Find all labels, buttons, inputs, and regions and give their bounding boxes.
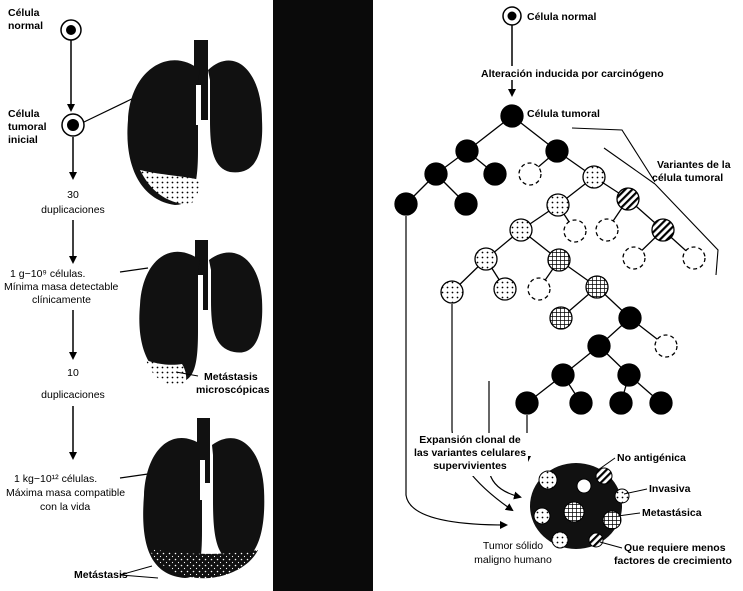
variants-label-line2: célula tumoral [652,172,723,184]
right-panel: Célula normal Alteración inducida por ca… [395,7,732,567]
pointer-to-lung-3 [120,474,148,478]
tumor-label-line1: Tumor sólido [483,540,543,552]
one-gram-line3: clínicamente [32,294,91,306]
normal-cell-label-line1: Célula [8,7,40,19]
doublings-10-text: duplicaciones [41,389,105,401]
variants-label-line1: Variantes de la [657,159,731,171]
initial-tumor-label-line1: Célula [8,108,40,120]
initial-tumor-label-line3: inicial [8,134,38,146]
black-divider-bar [273,0,373,591]
one-kg-line1: 1 kg−10¹² células. [14,473,97,485]
normal-cell-label-line2: normal [8,20,43,32]
one-gram-line2: Mínima masa detectable [4,281,119,293]
property-metastatic: Metastásica [642,507,702,519]
one-kg-line2: Máxima masa compatible [6,487,125,499]
pointer-to-lung-2 [120,268,148,272]
doublings-30-number: 30 [67,189,79,201]
tree-nodes [395,105,705,414]
malignant-tumor-mass [530,463,629,549]
normal-cell-left [61,20,81,40]
normal-cell-right [503,7,521,25]
lung-stage-3 [143,418,264,578]
lung-stage-2 [139,240,262,386]
initial-tumor-label-line2: tumoral [8,121,47,133]
clonal-expansion-line3: supervivientes [433,460,507,472]
tumor-label-line2: maligno humano [474,554,552,566]
one-gram-line1: 1 g−10⁹ células. [10,268,85,280]
doublings-10-number: 10 [67,367,79,379]
lung-stage-1 [127,40,262,205]
carcinogen-label: Alteración inducida por carcinógeno [481,68,664,80]
metastasis-label: Metástasis [74,569,128,581]
initial-tumor-cell [62,114,84,136]
left-panel: Célula normal Célula tumoral inicial 30 … [4,7,270,581]
doublings-30-text: duplicaciones [41,204,105,216]
tumor-cell-label: Célula tumoral [527,108,600,120]
normal-cell-right-label: Célula normal [527,11,597,23]
micro-metastasis-line1: Metástasis [204,371,258,383]
micro-metastasis-line2: microscópicas [196,384,270,396]
property-growth-factors-line2: factores de crecimiento [614,555,732,567]
property-non-antigenic: No antigénica [617,452,686,464]
convergence-arrows [406,216,527,525]
pointer-growth-factors [600,542,622,548]
clonal-expansion-line1: Expansión clonal de [419,434,521,446]
one-kg-line3: con la vida [40,501,90,513]
clonal-expansion-line2: las variantes celulares [414,447,526,459]
property-growth-factors-line1: Que requiere menos [624,542,726,554]
property-invasive: Invasiva [649,483,691,495]
